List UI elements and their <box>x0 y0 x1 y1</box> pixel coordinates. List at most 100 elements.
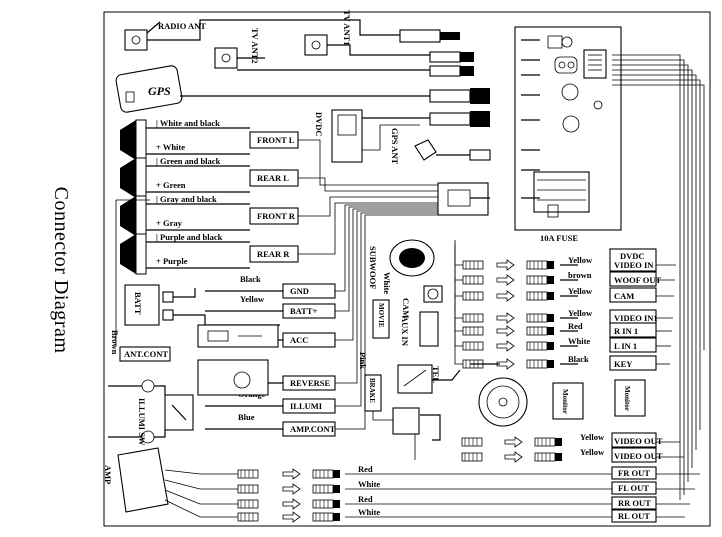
monitors: Monitor Monitor <box>552 379 646 420</box>
amp-plug-in-3 <box>237 499 259 509</box>
diagram-border <box>103 11 711 527</box>
right-box-label-7: KEY <box>614 359 632 369</box>
rca-plug-in-2 <box>462 275 484 285</box>
amp-out-label-2: FL OUT <box>618 483 649 493</box>
subwoof-label: SUBWOOF <box>368 246 378 289</box>
speaker-minus-label-1: | White and black <box>156 118 220 128</box>
tel-mute: TEL <box>397 364 461 394</box>
aux-in-label: AUX IN <box>400 316 410 347</box>
diagram-title: Connector Diagram <box>50 186 72 354</box>
speaker-minus-label-2: | Green and black <box>156 156 221 166</box>
gnd-box-label: GND <box>290 286 309 296</box>
camera: CAM <box>401 285 443 318</box>
arrow-7 <box>496 358 515 370</box>
right-box-label-5: R IN 1 <box>614 326 638 336</box>
brake-label: BRAKE <box>368 378 376 403</box>
amp-out-row-4: White RL OUT <box>164 499 685 523</box>
brake-switch: Pink BRAKE <box>358 352 441 460</box>
tel-label: TEL <box>431 366 441 383</box>
illumi-switch: ILLUMI SW <box>108 379 194 446</box>
gps-module: GPS <box>115 65 490 113</box>
acc-relay <box>197 324 279 348</box>
amp-color-4: White <box>358 507 380 517</box>
right-color-label-2: brown <box>568 270 592 280</box>
video-out-label-2: VIDEO OUT <box>614 451 663 461</box>
arrow-3 <box>496 290 515 302</box>
brown-label: Brown <box>110 330 120 355</box>
amp-out-row-3: Red RR OUT <box>164 489 690 510</box>
right-box-label-1-b: VIDEO IN <box>614 260 654 270</box>
amp-label: AMP <box>103 465 113 484</box>
right-color-label-6: White <box>568 336 590 346</box>
subwoofer: SUBWOOF White <box>368 239 435 294</box>
right-box-label-4: VIDEO IN1 <box>614 313 658 323</box>
ant-cont-label: ANT.CONT <box>124 349 168 359</box>
amp-arrow-1 <box>282 468 301 480</box>
dvdc-unit: DVDC <box>314 109 490 163</box>
rca-plug-in-5 <box>462 326 484 336</box>
amp-cont-box-label: AMP.CONT <box>290 424 336 434</box>
speaker-minus-label-4: | Purple and black <box>156 232 223 242</box>
aux-in: AUX IN <box>400 311 439 347</box>
amp-out-row-2: White FL OUT <box>164 479 695 495</box>
pink-label: Pink <box>358 352 368 369</box>
speaker-box-label-1: FRONT L <box>257 135 295 145</box>
radio-ant-label: RADIO ANT <box>158 21 206 31</box>
video-out-row-2: Yellow VIDEO OUT <box>461 447 684 463</box>
video-out-plug-out-2 <box>534 452 562 462</box>
speaker-harness <box>437 182 490 216</box>
gps-antenna: GPS ANT <box>390 128 491 164</box>
rca-plug-in-6 <box>462 341 484 351</box>
rca-plug-out-5 <box>526 326 554 336</box>
rca-plug-out-7 <box>526 359 554 369</box>
amp-out-label-4: RL OUT <box>618 511 650 521</box>
reverse-box-label: REVERSE <box>290 378 330 388</box>
arrow-1 <box>496 259 515 271</box>
movie-switch: MOVIE <box>372 299 390 339</box>
amp-color-3: Red <box>358 494 373 504</box>
power-row-batt-plus: BATT+Yellow <box>205 206 438 319</box>
right-color-label-5: Red <box>568 321 583 331</box>
amp-plug-in-1 <box>237 469 259 479</box>
video-out-plug-in-2 <box>461 452 483 462</box>
right-box-label-2: WOOF OUT <box>614 275 661 285</box>
subwoof-wire-label: White <box>382 272 392 294</box>
power-wires: GNDBlackBATT+YellowACCRedREVERSEGreenILL… <box>110 199 438 437</box>
video-out-color-1: Yellow <box>580 432 605 442</box>
amp-plug-in-4 <box>237 512 259 522</box>
right-box-label-6: L IN 1 <box>614 341 637 351</box>
tv-antenna-2: TV ANT2 <box>214 28 474 77</box>
amp-plug-out-2 <box>312 484 340 494</box>
video-out-label-1: VIDEO OUT <box>614 436 663 446</box>
amp-out-label-1: FR OUT <box>618 468 650 478</box>
video-out-row-1: Yellow VIDEO OUT <box>461 432 680 448</box>
right-color-label-3: Yellow <box>568 286 593 296</box>
rca-plug-out-3 <box>526 291 554 301</box>
amp-plug-in-2 <box>237 484 259 494</box>
video-out-arrow-2 <box>504 451 523 463</box>
main-harness <box>612 54 705 500</box>
speaker-minus-label-3: | Gray and black <box>156 194 217 204</box>
radio-antenna: RADIO ANT <box>124 19 460 51</box>
arrow-4 <box>496 312 515 324</box>
disc-player <box>478 377 528 427</box>
arrow-5 <box>496 325 515 337</box>
amp-arrow-3 <box>282 498 301 510</box>
video-out-color-2: Yellow <box>580 447 605 457</box>
right-connector-row-6: White L IN 1 <box>454 255 671 353</box>
amp-out-label-3: RR OUT <box>618 498 651 508</box>
amp-color-2: White <box>358 479 380 489</box>
right-color-label-4: Yellow <box>568 308 593 318</box>
speaker-box-label-2: REAR L <box>257 173 289 183</box>
rca-plug-in-4 <box>462 313 484 323</box>
speaker-box-label-3: FRONT R <box>257 211 296 221</box>
rca-plug-out-4 <box>526 313 554 323</box>
monitor-label-2: Monitor <box>623 386 631 411</box>
arrow-2 <box>496 274 515 286</box>
dvdc-label: DVDC <box>314 112 324 137</box>
